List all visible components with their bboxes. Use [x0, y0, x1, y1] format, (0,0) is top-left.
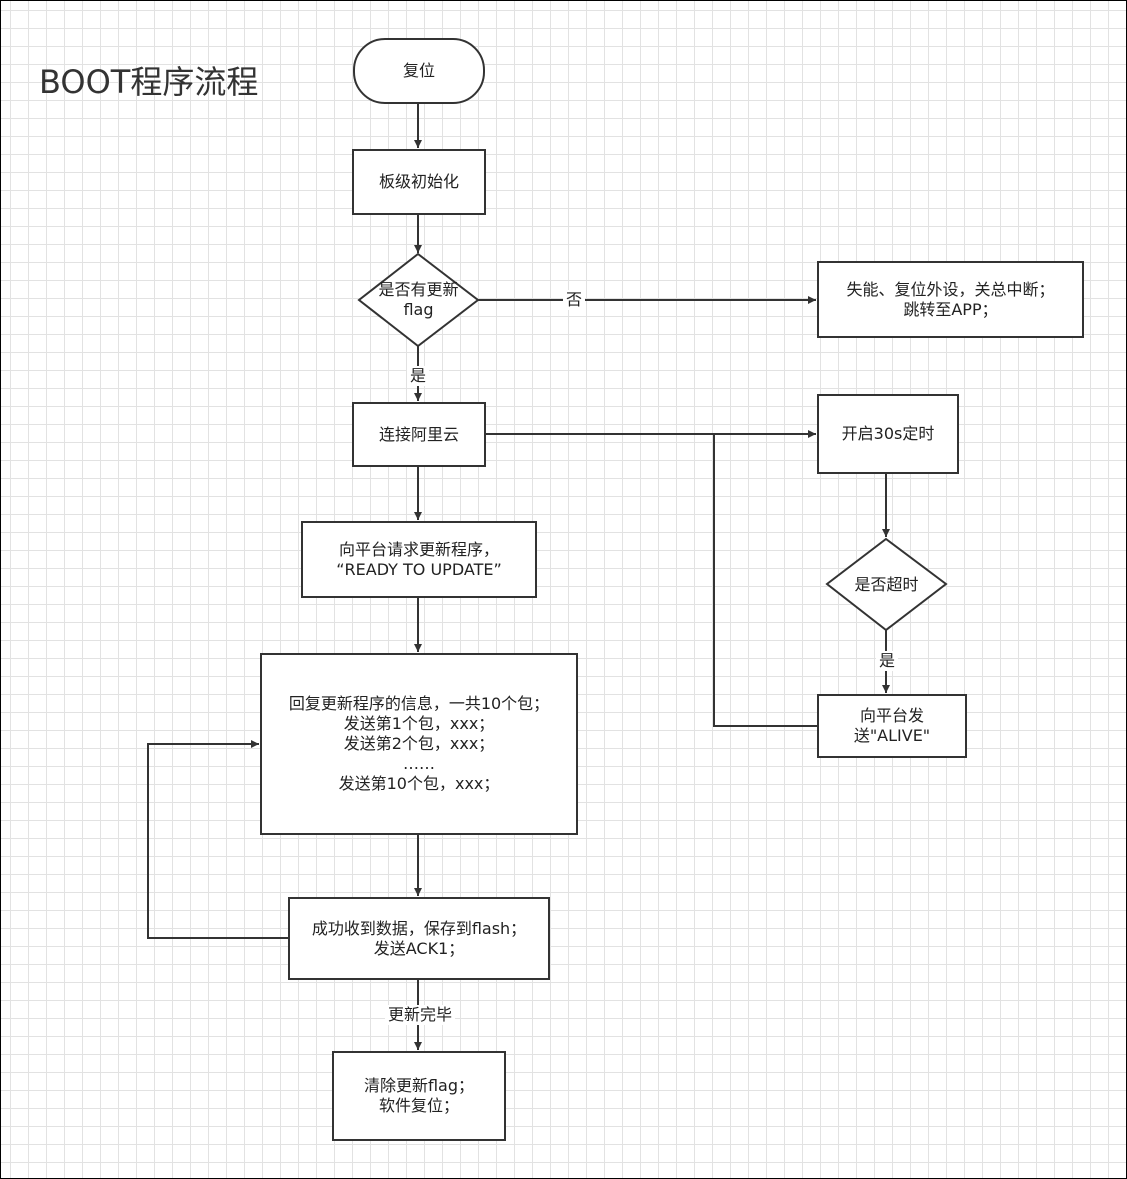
- reset-node: 复位: [353, 38, 485, 104]
- clear-flag-label: 清除更新flag； 软件复位；: [363, 1076, 475, 1115]
- connect-aliyun-label: 连接阿里云: [378, 424, 459, 444]
- request-update-label: 向平台请求更新程序， “READY TO UPDATE”: [336, 539, 502, 579]
- edge-receive-loop: [147, 740, 289, 939]
- reply-info-label: 回复更新程序的信息，一共10个包； 发送第1个包，xxx； 发送第2个包，xxx…: [288, 694, 550, 793]
- has-flag-label: 是否有更新 flag: [378, 280, 459, 319]
- board-init-node: 板级初始化: [352, 149, 486, 215]
- diagram-title: BOOT程序流程: [39, 63, 259, 101]
- send-alive-node: 向平台发 送"ALIVE": [817, 694, 967, 758]
- receive-data-node: 成功收到数据，保存到flash； 发送ACK1；: [288, 897, 550, 980]
- start-timer-label: 开启30s定时: [841, 424, 935, 443]
- connect-aliyun-node: 连接阿里云: [352, 402, 486, 467]
- timeout-label-wrap: 是否超时: [827, 539, 946, 630]
- start-timer-node: 开启30s定时: [817, 394, 959, 474]
- reset-label: 复位: [402, 61, 435, 80]
- board-init-label: 板级初始化: [378, 172, 459, 191]
- jump-app-label: 失能、复位外设，关总中断； 跳转至APP；: [846, 279, 1055, 319]
- reply-info-node: 回复更新程序的信息，一共10个包； 发送第1个包，xxx； 发送第2个包，xxx…: [260, 653, 578, 835]
- jump-app-node: 失能、复位外设，关总中断； 跳转至APP；: [817, 261, 1084, 338]
- request-update-node: 向平台请求更新程序， “READY TO UPDATE”: [301, 521, 537, 598]
- edge-label-timeout-yes: 是: [875, 651, 899, 671]
- edge-label-update-done: 更新完毕: [384, 1005, 456, 1025]
- timeout-label: 是否超时: [854, 574, 919, 594]
- clear-flag-node: 清除更新flag； 软件复位；: [332, 1051, 506, 1141]
- edge-label-no: 否: [562, 290, 586, 310]
- has-flag-label-wrap: 是否有更新 flag: [359, 254, 478, 346]
- send-alive-label: 向平台发 送"ALIVE": [853, 706, 931, 745]
- edge-label-yes: 是: [406, 366, 430, 386]
- receive-data-label: 成功收到数据，保存到flash； 发送ACK1；: [311, 918, 527, 958]
- edge-alive-loop: [713, 434, 817, 727]
